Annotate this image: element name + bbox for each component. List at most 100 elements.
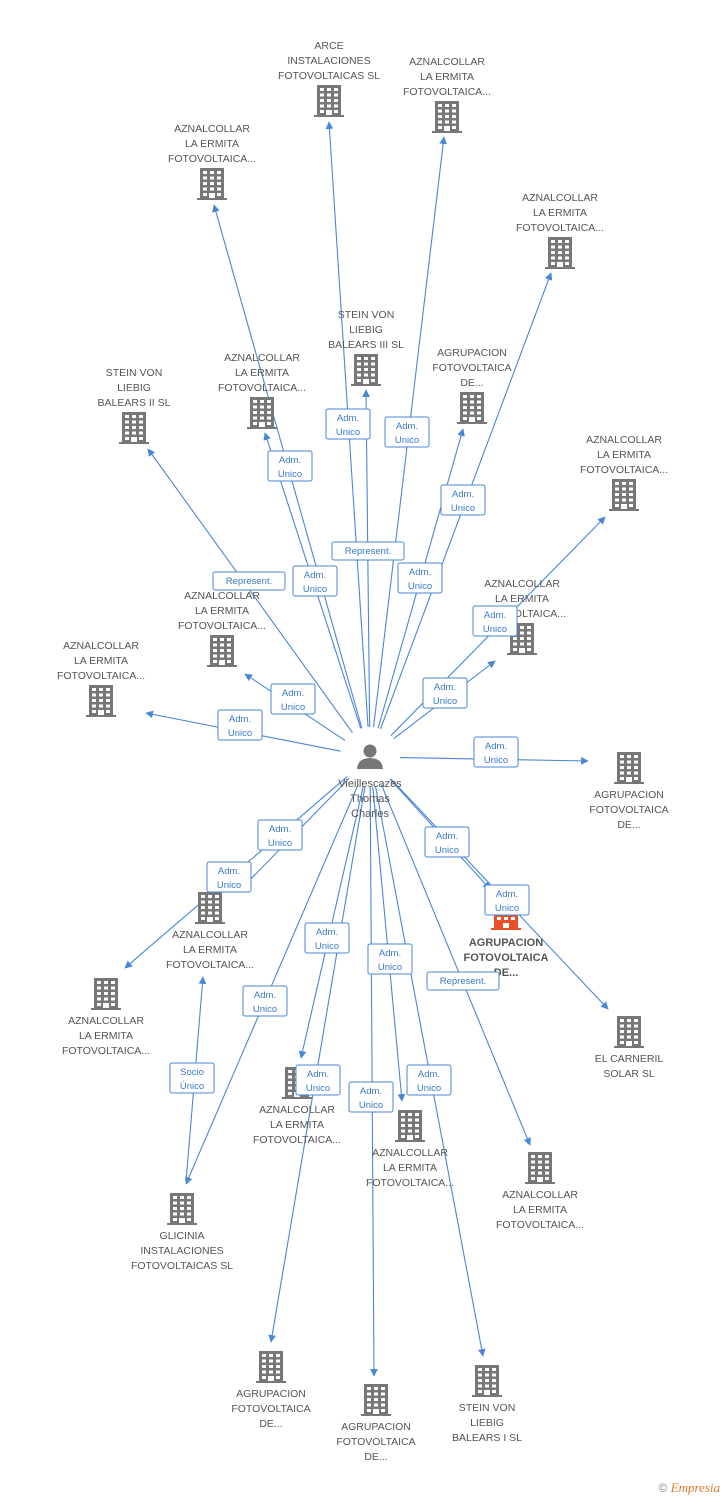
- edge-label-text: Adm.: [484, 610, 506, 621]
- company-name-line: LA ERMITA: [195, 605, 249, 617]
- building-icon: [314, 85, 344, 117]
- company-name-line: FOTOVOLTAICA...: [403, 86, 491, 98]
- company-name-line: INSTALACIONES: [287, 55, 370, 67]
- building-icon: [491, 914, 521, 930]
- company-name-line: FOTOVOLTAICA: [336, 1436, 415, 1448]
- company-name-line: LA ERMITA: [513, 1204, 567, 1216]
- edge-label-text: Unico: [268, 838, 292, 849]
- edge-label-n24[interactable]: Adm.Unico: [406, 1064, 452, 1096]
- edge-label-n22[interactable]: Adm.Unico: [295, 1064, 341, 1096]
- company-name-line: BALEARS II SL: [98, 397, 171, 409]
- edge-label-n5[interactable]: Represent.: [331, 541, 405, 561]
- building-icon: [609, 479, 639, 511]
- edge-label-n14[interactable]: Adm.Unico: [424, 826, 470, 858]
- edge-label-text: Adm.: [254, 990, 276, 1001]
- company-name-line: LIEBIG: [470, 1417, 504, 1429]
- edge-label-n18[interactable]: Adm.Unico: [304, 922, 350, 954]
- edge-label-n6[interactable]: Adm. Unico: [397, 562, 443, 594]
- edge-label-n17[interactable]: Adm.Unico: [484, 884, 530, 916]
- edge-label-n23[interactable]: Adm.Unico: [348, 1081, 394, 1113]
- edge-label-text: Unico: [435, 845, 459, 856]
- building-icon: [361, 1384, 391, 1416]
- company-node-n13[interactable]: AGRUPACIONFOTOVOLTAICADE...: [589, 752, 669, 831]
- edge-label-n13[interactable]: Adm.Unico: [473, 736, 519, 768]
- company-name-line: LA ERMITA: [597, 449, 651, 461]
- edge-label-n3[interactable]: Adm.Unico: [267, 450, 313, 482]
- edge-label-text: Unico: [359, 1100, 383, 1111]
- edge-label-n9[interactable]: Adm.Unico: [472, 605, 518, 637]
- edge-label-text: Adm.: [409, 567, 431, 578]
- company-name-line: EL CARNERIL: [595, 1053, 664, 1065]
- edge-label-text: Adm.: [418, 1069, 440, 1080]
- company-node-n23[interactable]: AGRUPACIONFOTOVOLTAICADE...: [336, 1384, 416, 1463]
- edge-label-text: Unico: [253, 1004, 277, 1015]
- company-name-line: AZNALCOLLAR: [68, 1015, 144, 1027]
- company-name-line: FOTOVOLTAICA...: [62, 1045, 150, 1057]
- company-name-line: AZNALCOLLAR: [174, 123, 250, 135]
- edge-label-text: Unico: [484, 755, 508, 766]
- edge-label-text: Adm.: [496, 889, 518, 900]
- edge-label-n1[interactable]: Adm.Unico: [325, 408, 371, 440]
- edge-labels-layer: Adm.UnicoAdm.UnicoAdm.UnicoAdm.UnicoRepr…: [169, 408, 530, 1113]
- edge-label-n15[interactable]: Adm.Unico: [257, 819, 303, 851]
- edge-label-text: Adm.: [218, 866, 240, 877]
- edge-label-n8[interactable]: Represent.: [212, 571, 286, 591]
- edge-label-n21[interactable]: Adm. Unico: [242, 985, 288, 1017]
- company-name-line: LA ERMITA: [183, 944, 237, 956]
- edge-label-n16[interactable]: Adm.Unico: [206, 861, 252, 893]
- edge-label-n19[interactable]: Adm.Unico: [367, 943, 413, 975]
- edge-label-n20[interactable]: Represent.: [426, 971, 500, 991]
- person-icon: [357, 744, 383, 769]
- company-node-n14[interactable]: AGRUPACIONFOTOVOLTAICADE...: [464, 914, 549, 979]
- company-name-line: DE...: [460, 377, 483, 389]
- edge-label-n7[interactable]: Adm.Unico: [292, 565, 338, 597]
- edge-label-n4[interactable]: Adm.Unico: [440, 484, 486, 516]
- company-name-line: FOTOVOLTAICA...: [218, 382, 306, 394]
- edge-label-text: Unico: [378, 962, 402, 973]
- edge-label-n12[interactable]: Adm.Unico: [217, 709, 263, 741]
- edge-label-text: Unico: [303, 584, 327, 595]
- edge-label-text: Unico: [408, 581, 432, 592]
- edge-line-n8: [147, 448, 353, 733]
- edge-label-n10[interactable]: Adm.Unico: [270, 683, 316, 715]
- company-name-line: AZNALCOLLAR: [372, 1147, 448, 1159]
- company-name-line: FOTOVOLTAICA...: [168, 153, 256, 165]
- company-name-line: AGRUPACION: [469, 937, 543, 949]
- edge-line-n23: [369, 786, 378, 1377]
- edge-label-text: Unico: [278, 469, 302, 480]
- person-name-line: Charles: [351, 808, 389, 820]
- edge-label-n2[interactable]: Adm.Unico: [384, 416, 430, 448]
- company-name-line: ARCE: [314, 40, 343, 52]
- company-name-line: AGRUPACION: [236, 1388, 306, 1400]
- building-icon: [195, 892, 225, 924]
- edge-label-text: Adm.: [316, 927, 338, 938]
- empresia-logo[interactable]: Empresia: [670, 1480, 720, 1495]
- company-name-line: FOTOVOLTAICAS SL: [131, 1260, 233, 1272]
- company-name-line: AZNALCOLLAR: [484, 578, 560, 590]
- company-name-line: BALEARS III SL: [328, 339, 404, 351]
- company-node-n6[interactable]: AGRUPACIONFOTOVOLTAICADE...: [432, 347, 512, 424]
- building-icon: [472, 1365, 502, 1397]
- company-node-n22[interactable]: AGRUPACIONFOTOVOLTAICADE...: [231, 1351, 311, 1430]
- edge-label-n11[interactable]: Adm.Unico: [422, 677, 468, 709]
- company-name-line: FOTOVOLTAICA: [589, 804, 668, 816]
